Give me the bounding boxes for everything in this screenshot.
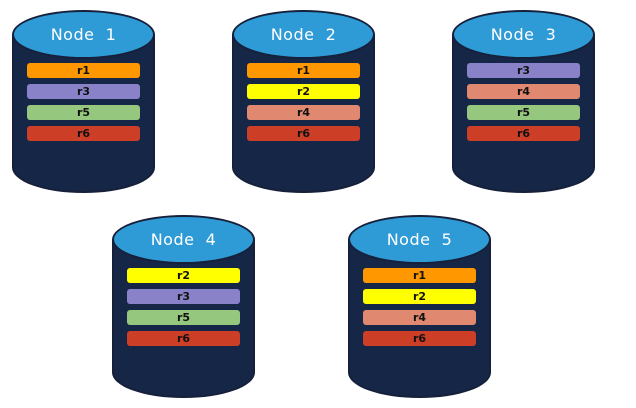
replica-bar-r4[interactable]: r4 <box>247 105 360 120</box>
replica-bar-r2[interactable]: r2 <box>127 268 240 283</box>
replica-bar-r5[interactable]: r5 <box>27 105 140 120</box>
replica-bar-r2[interactable]: r2 <box>363 289 476 304</box>
cylinder-top-ellipse <box>112 215 255 264</box>
node-title: Node 1 <box>50 25 117 44</box>
database-node-5[interactable]: Node 5 r1 r2 r4 r6 <box>348 215 491 398</box>
node-title: Node 4 <box>150 230 217 249</box>
replica-bar-r3[interactable]: r3 <box>467 63 580 78</box>
replica-bar-r3[interactable]: r3 <box>27 84 140 99</box>
replica-bar-r1[interactable]: r1 <box>27 63 140 78</box>
replica-list: r3 r4 r5 r6 <box>452 63 595 141</box>
database-node-1[interactable]: Node 1 r1 r3 r5 r6 <box>12 10 155 193</box>
replica-bar-r6[interactable]: r6 <box>363 331 476 346</box>
replica-list: r1 r2 r4 r6 <box>348 268 491 346</box>
node-title: Node 3 <box>490 25 557 44</box>
replica-bar-r4[interactable]: r4 <box>467 84 580 99</box>
replica-bar-r5[interactable]: r5 <box>127 310 240 325</box>
replica-list: r1 r2 r4 r6 <box>232 63 375 141</box>
replica-bar-r6[interactable]: r6 <box>127 331 240 346</box>
replica-bar-r3[interactable]: r3 <box>127 289 240 304</box>
replica-bar-r6[interactable]: r6 <box>27 126 140 141</box>
replica-list: r1 r3 r5 r6 <box>12 63 155 141</box>
replica-bar-r1[interactable]: r1 <box>363 268 476 283</box>
database-node-3[interactable]: Node 3 r3 r4 r5 r6 <box>452 10 595 193</box>
cylinder-top-ellipse <box>12 10 155 59</box>
replica-bar-r2[interactable]: r2 <box>247 84 360 99</box>
replica-list: r2 r3 r5 r6 <box>112 268 255 346</box>
node-title: Node 2 <box>270 25 337 44</box>
database-node-2[interactable]: Node 2 r1 r2 r4 r6 <box>232 10 375 193</box>
cylinder-top-ellipse <box>232 10 375 59</box>
replica-bar-r4[interactable]: r4 <box>363 310 476 325</box>
replica-bar-r6[interactable]: r6 <box>247 126 360 141</box>
cylinder-top-ellipse <box>452 10 595 59</box>
cylinder-top-ellipse <box>348 215 491 264</box>
replica-bar-r5[interactable]: r5 <box>467 105 580 120</box>
database-node-4[interactable]: Node 4 r2 r3 r5 r6 <box>112 215 255 398</box>
replica-bar-r6[interactable]: r6 <box>467 126 580 141</box>
replica-bar-r1[interactable]: r1 <box>247 63 360 78</box>
node-title: Node 5 <box>386 230 453 249</box>
